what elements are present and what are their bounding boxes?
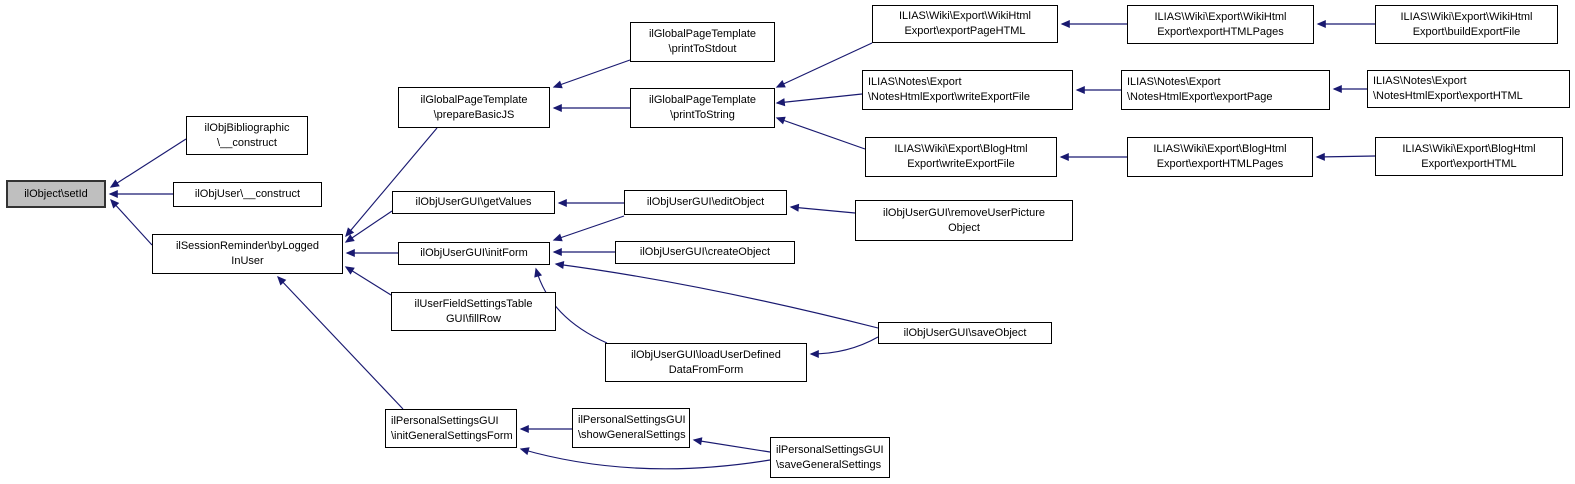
node-save-general-settings[interactable]: ilPersonalSettingsGUI \saveGeneralSettin… bbox=[770, 437, 890, 478]
node-by-logged-in-user[interactable]: ilSessionReminder\byLogged InUser bbox=[152, 234, 343, 274]
node-notes-write-export-file[interactable]: ILIAS\Notes\Export \NotesHtmlExport\writ… bbox=[862, 70, 1073, 110]
edge-save-object-to-load-user-defined bbox=[809, 336, 879, 359]
node-prepare-basic-js[interactable]: ilGlobalPageTemplate \prepareBasicJS bbox=[398, 87, 550, 128]
node-edit-object[interactable]: ilObjUserGUI\editObject bbox=[624, 190, 787, 215]
edge-by-logged-in-user-to-set-id bbox=[110, 198, 153, 246]
node-load-user-defined[interactable]: ilObjUserGUI\loadUserDefined DataFromFor… bbox=[605, 343, 807, 382]
node-print-to-stdout[interactable]: ilGlobalPageTemplate \printToStdout bbox=[630, 22, 775, 62]
node-init-form[interactable]: ilObjUserGUI\initForm bbox=[398, 242, 550, 265]
edge-remove-user-picture-to-edit-object bbox=[789, 203, 856, 214]
node-blog-export-html-pages[interactable]: ILIAS\Wiki\Export\BlogHtml Export\export… bbox=[1127, 137, 1313, 177]
edge-prepare-basic-js-to-by-logged-in-user bbox=[345, 127, 438, 238]
edge-load-user-defined-to-init-form bbox=[534, 267, 608, 344]
edge-init-general-settings-form-to-by-logged-in-user bbox=[277, 275, 404, 410]
edge-notes-write-export-file-to-print-to-string bbox=[775, 93, 863, 107]
node-wiki-build-export-file[interactable]: ILIAS\Wiki\Export\WikiHtml Export\buildE… bbox=[1375, 5, 1558, 44]
node-init-general-settings-form[interactable]: ilPersonalSettingsGUI \initGeneralSettin… bbox=[385, 409, 517, 448]
node-show-general-settings[interactable]: ilPersonalSettingsGUI \showGeneralSettin… bbox=[572, 408, 690, 448]
edge-blog-write-export-file-to-print-to-string bbox=[775, 116, 866, 150]
edge-save-general-settings-to-show-general-settings bbox=[692, 437, 771, 453]
node-print-to-string[interactable]: ilGlobalPageTemplate \printToString bbox=[630, 88, 775, 128]
node-objuser-construct[interactable]: ilObjUser\__construct bbox=[173, 182, 322, 207]
node-get-values[interactable]: ilObjUserGUI\getValues bbox=[392, 191, 555, 214]
edge-wiki-export-page-html-to-print-to-string bbox=[775, 42, 873, 88]
node-set-id: ilObject\setId bbox=[6, 180, 106, 208]
node-notes-export-page[interactable]: ILIAS\Notes\Export \NotesHtmlExport\expo… bbox=[1121, 70, 1330, 110]
node-blog-export-html[interactable]: ILIAS\Wiki\Export\BlogHtml Export\export… bbox=[1375, 137, 1563, 176]
node-notes-export-html[interactable]: ILIAS\Notes\Export \NotesHtmlExport\expo… bbox=[1367, 70, 1570, 108]
edge-bibliographic-construct-to-set-id bbox=[109, 138, 187, 188]
node-save-object[interactable]: ilObjUserGUI\saveObject bbox=[878, 322, 1052, 344]
node-blog-write-export-file[interactable]: ILIAS\Wiki\Export\BlogHtml Export\writeE… bbox=[865, 137, 1057, 177]
node-bibliographic-construct[interactable]: ilObjBibliographic \__construct bbox=[186, 116, 308, 155]
edge-get-values-to-by-logged-in-user bbox=[344, 210, 393, 243]
edge-save-object-to-init-form bbox=[554, 261, 879, 329]
edge-blog-export-html-to-blog-export-html-pages bbox=[1315, 152, 1376, 161]
edge-save-general-settings-to-init-general-settings-form bbox=[519, 447, 771, 470]
edge-fill-row-to-by-logged-in-user bbox=[344, 266, 392, 296]
node-wiki-export-page-html[interactable]: ILIAS\Wiki\Export\WikiHtml Export\export… bbox=[872, 5, 1058, 43]
node-wiki-export-html-pages[interactable]: ILIAS\Wiki\Export\WikiHtml Export\export… bbox=[1127, 5, 1314, 44]
node-fill-row[interactable]: ilUserFieldSettingsTable GUI\fillRow bbox=[391, 292, 556, 331]
node-create-object[interactable]: ilObjUserGUI\createObject bbox=[615, 241, 795, 264]
edge-edit-object-to-init-form bbox=[552, 215, 625, 242]
edge-print-to-stdout-to-prepare-basic-js bbox=[552, 59, 631, 89]
node-remove-user-picture[interactable]: ilObjUserGUI\removeUserPicture Object bbox=[855, 200, 1073, 241]
